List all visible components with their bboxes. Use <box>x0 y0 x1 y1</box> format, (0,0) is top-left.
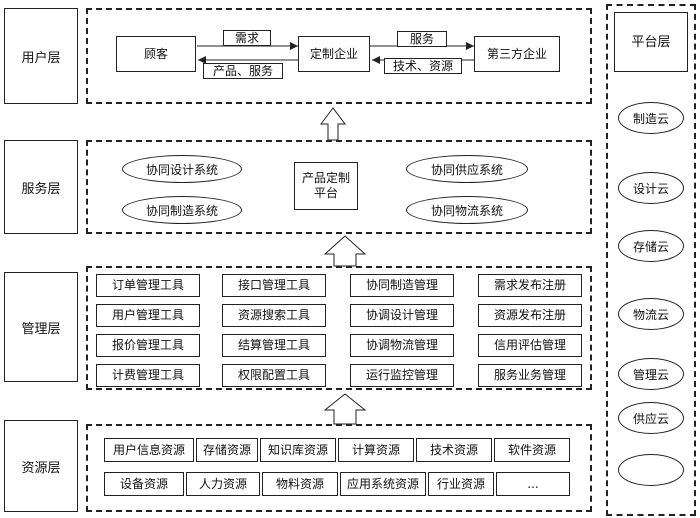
management-layer-group <box>86 266 592 390</box>
flow-service-label: 服务 <box>397 31 447 47</box>
resource-box: 物料资源 <box>262 472 338 496</box>
user-layer-group <box>86 8 592 104</box>
resource-layer-label: 资源层 <box>4 420 78 512</box>
tool-box: 报价管理工具 <box>96 334 200 357</box>
resource-box: 存储资源 <box>196 438 258 462</box>
collab-manufacture-system: 协同制造系统 <box>122 196 242 224</box>
tool-box: 运行监控管理 <box>350 364 454 387</box>
customer-box: 顾客 <box>116 36 196 72</box>
resource-box: 行业资源 <box>428 472 494 496</box>
resource-box: 知识库资源 <box>260 438 336 462</box>
cloud-supply: 供应云 <box>618 402 684 434</box>
resource-box: 计算资源 <box>338 438 414 462</box>
management-tools-grid: 订单管理工具 接口管理工具 协同制造管理 需求发布注册 用户管理工具 资源搜索工… <box>96 274 586 387</box>
resource-box: 软件资源 <box>494 438 570 462</box>
collab-design-system: 协同设计系统 <box>122 155 242 183</box>
service-layer-group <box>86 140 592 234</box>
resource-layer-group <box>86 424 592 512</box>
tool-box: 资源搜索工具 <box>222 304 326 327</box>
cloud-design: 设计云 <box>618 172 684 204</box>
collab-supply-system: 协同供应系统 <box>406 155 528 183</box>
flow-demand-label: 需求 <box>223 30 271 46</box>
resource-box: ... <box>496 472 570 496</box>
cloud-management: 管理云 <box>618 358 684 390</box>
tool-box: 权限配置工具 <box>222 364 326 387</box>
user-layer-label: 用户层 <box>4 8 78 104</box>
tool-box: 资源发布注册 <box>478 304 582 327</box>
tool-box: 订单管理工具 <box>96 274 200 297</box>
third-party-box: 第三方企业 <box>474 36 560 72</box>
tool-box: 接口管理工具 <box>222 274 326 297</box>
platform-layer-label: 平台层 <box>614 12 688 72</box>
tool-box: 协同制造管理 <box>350 274 454 297</box>
management-layer-label: 管理层 <box>4 272 78 382</box>
cloud-empty <box>618 454 684 486</box>
resource-box: 技术资源 <box>416 438 492 462</box>
tool-box: 信用评估管理 <box>478 334 582 357</box>
resource-box: 设备资源 <box>104 472 184 496</box>
resource-box: 应用系统资源 <box>340 472 426 496</box>
tool-box: 用户管理工具 <box>96 304 200 327</box>
product-customization-platform: 产品定制 平台 <box>294 162 358 210</box>
tool-box: 结算管理工具 <box>222 334 326 357</box>
tool-box: 需求发布注册 <box>478 274 582 297</box>
tool-box: 服务业务管理 <box>478 364 582 387</box>
resource-box: 人力资源 <box>186 472 260 496</box>
resource-box: 用户信息资源 <box>104 438 194 462</box>
service-layer-label: 服务层 <box>4 140 78 234</box>
tool-box: 协调设计管理 <box>350 304 454 327</box>
platform-layer-group <box>606 4 696 516</box>
tool-box: 协调物流管理 <box>350 334 454 357</box>
collab-logistics-system: 协同物流系统 <box>406 196 528 224</box>
cloud-logistics: 物流云 <box>618 298 684 330</box>
custom-enterprise-box: 定制企业 <box>298 36 370 72</box>
flow-products-label: 产品、服务 <box>203 63 283 79</box>
flow-tech-label: 技术、资源 <box>384 58 462 74</box>
tool-box: 计费管理工具 <box>96 364 200 387</box>
cloud-manufacturing: 制造云 <box>618 102 684 134</box>
cloud-storage: 存储云 <box>618 230 684 262</box>
